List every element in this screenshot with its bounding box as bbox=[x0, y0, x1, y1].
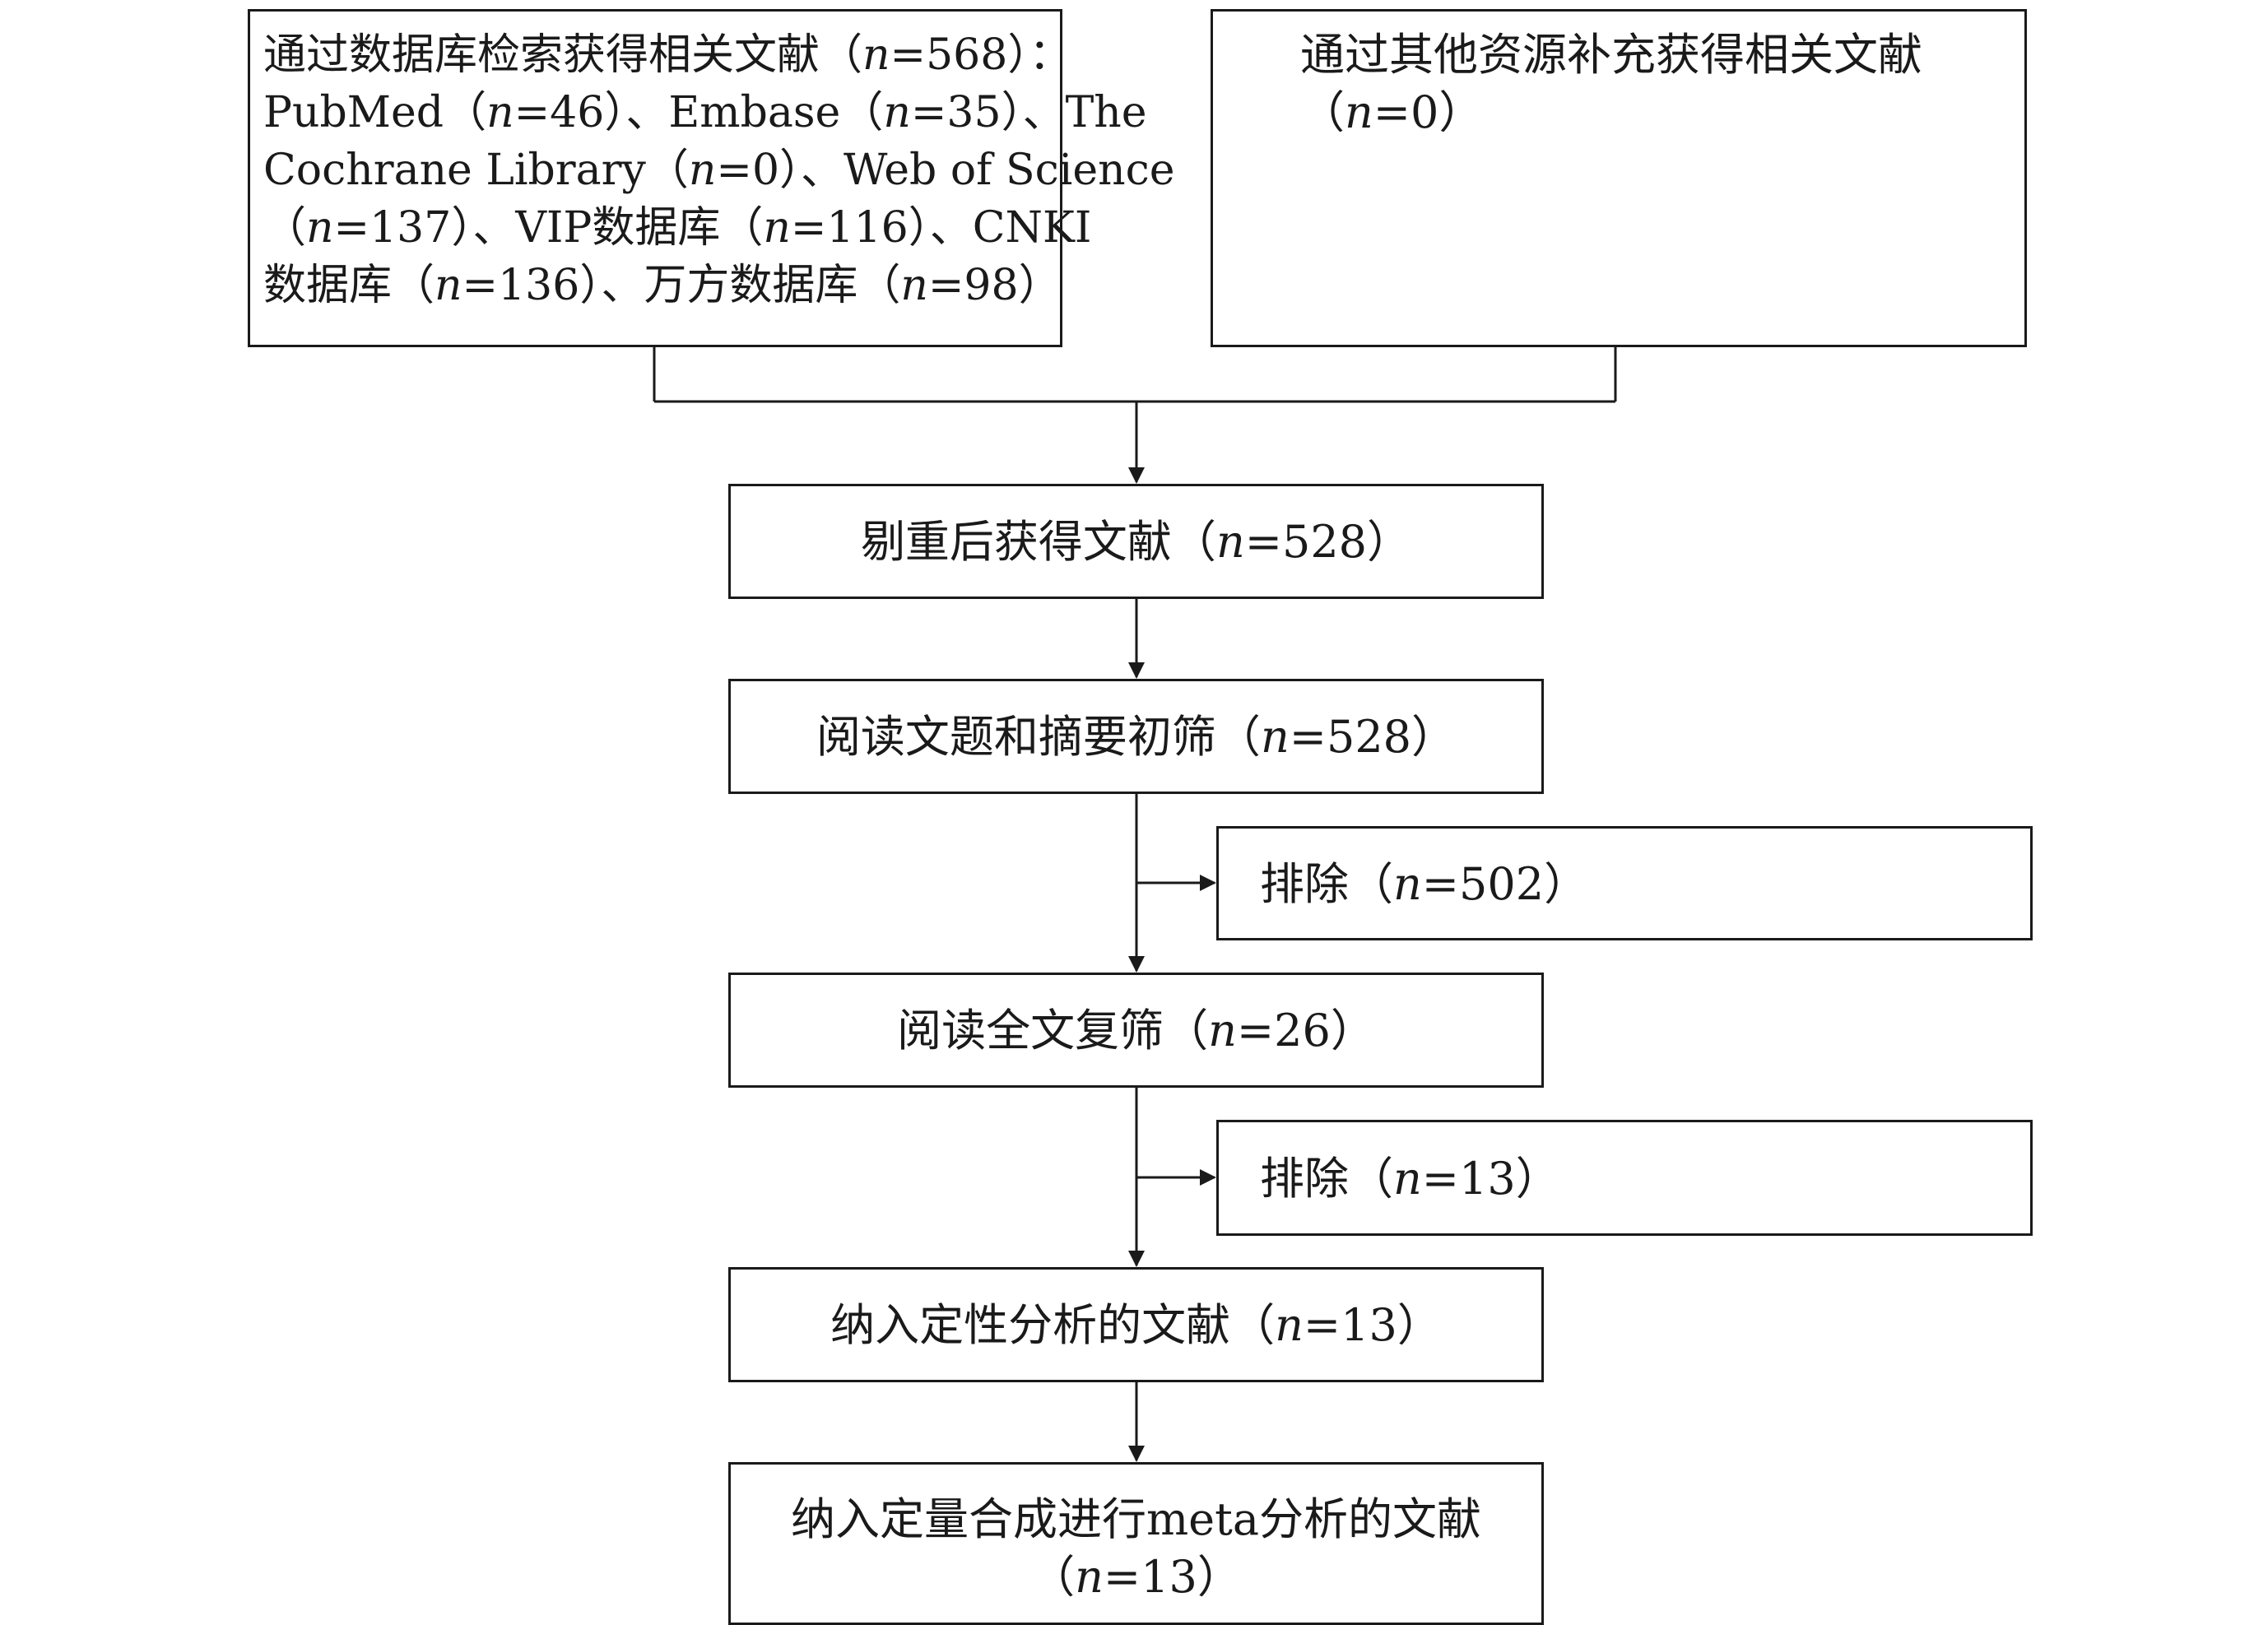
text-segment: =13） bbox=[1103, 1551, 1242, 1603]
box-text-line: 阅读全文复筛（n=26） bbox=[731, 1002, 1541, 1060]
box-text-line: 剔重后获得文献（n=528） bbox=[731, 513, 1541, 571]
box-text-line: 排除（n=502） bbox=[1260, 856, 2030, 913]
box-text-line: Cochrane Library（n=0）、Web of Science bbox=[263, 142, 1174, 199]
text-segment: =528） bbox=[1244, 516, 1412, 568]
box-text-line: 通过数据库检索获得相关文献（n=568）： bbox=[263, 26, 1071, 84]
box-other-sources: 通过其他资源补充获得相关文献（n=0） bbox=[1211, 9, 2027, 347]
box-qualitative-analysis: 纳入定性分析的文献（n=13） bbox=[728, 1267, 1544, 1382]
box-exclude-13: 排除（n=13） bbox=[1216, 1120, 2033, 1236]
text-segment: =13） bbox=[1303, 1299, 1442, 1351]
text-segment: 纳入定性分析的文献（ bbox=[830, 1299, 1276, 1351]
text-segment: =502） bbox=[1421, 858, 1589, 910]
variable-n: n bbox=[1208, 1005, 1237, 1056]
text-segment: =568）： bbox=[890, 30, 1072, 80]
text-segment: 阅读文题和摘要初筛（ bbox=[816, 711, 1261, 763]
variable-n: n bbox=[688, 146, 717, 195]
box-text-line: （n=13） bbox=[731, 1548, 1541, 1606]
text-segment: =46）、Embase（ bbox=[514, 88, 884, 137]
variable-n: n bbox=[1393, 858, 1422, 910]
variable-n: n bbox=[1345, 86, 1373, 138]
box-database-search: 通过数据库检索获得相关文献（n=568）：PubMed（n=46）、Embase… bbox=[248, 9, 1174, 347]
box-text-line: 纳入定量合成进行meta分析的文献 bbox=[731, 1491, 1541, 1548]
variable-n: n bbox=[1393, 1153, 1422, 1205]
box-text-line: （n=0） bbox=[1300, 84, 2024, 142]
box-text-line: 通过其他资源补充获得相关文献 bbox=[1300, 26, 2024, 84]
text-segment: =0） bbox=[1373, 86, 1484, 138]
text-segment: 剔重后获得文献（ bbox=[860, 516, 1216, 568]
box-text-line: 数据库（n=136）、万方数据库（n=98） bbox=[263, 257, 1062, 314]
text-segment: =136）、万方数据库（ bbox=[462, 261, 901, 310]
box-text-line: （n=137）、VIP数据库（n=116）、CNKI bbox=[263, 199, 1091, 257]
box-quantitative-meta: 纳入定量合成进行meta分析的文献（n=13） bbox=[728, 1462, 1544, 1625]
variable-n: n bbox=[435, 261, 462, 310]
box-text-line: 纳入定性分析的文献（n=13） bbox=[731, 1297, 1541, 1354]
variable-n: n bbox=[1075, 1551, 1104, 1603]
box-after-dedup: 剔重后获得文献（n=528） bbox=[728, 484, 1544, 599]
variable-n: n bbox=[763, 203, 791, 253]
text-segment: PubMed（ bbox=[263, 88, 487, 137]
box-fulltext-screen: 阅读全文复筛（n=26） bbox=[728, 973, 1544, 1088]
text-segment: （ bbox=[1300, 86, 1345, 138]
variable-n: n bbox=[862, 30, 890, 80]
text-segment: 排除（ bbox=[1260, 858, 1393, 910]
box-exclude-502: 排除（n=502） bbox=[1216, 826, 2033, 940]
text-segment: =528） bbox=[1289, 711, 1457, 763]
text-segment: Cochrane Library（ bbox=[263, 146, 689, 195]
text-segment: （ bbox=[263, 203, 307, 253]
box-text-line: 排除（n=13） bbox=[1260, 1150, 2030, 1208]
box-title-abstract-screen: 阅读文题和摘要初筛（n=528） bbox=[728, 679, 1544, 794]
variable-n: n bbox=[1260, 711, 1290, 763]
variable-n: n bbox=[486, 88, 514, 137]
variable-n: n bbox=[1215, 516, 1245, 568]
box-text-line: 阅读文题和摘要初筛（n=528） bbox=[731, 708, 1541, 766]
text-segment: =98） bbox=[927, 261, 1062, 310]
text-segment: （ bbox=[1030, 1551, 1076, 1603]
text-segment: 通过数据库检索获得相关文献（ bbox=[263, 30, 863, 80]
variable-n: n bbox=[883, 88, 911, 137]
text-segment: 阅读全文复筛（ bbox=[897, 1005, 1209, 1056]
text-segment: =26） bbox=[1236, 1005, 1375, 1056]
text-segment: 数据库（ bbox=[263, 261, 435, 310]
text-segment: =116）、CNKI bbox=[790, 203, 1092, 253]
text-segment: =13） bbox=[1421, 1153, 1560, 1205]
text-segment: 纳入定量合成进行meta分析的文献 bbox=[790, 1493, 1482, 1545]
text-segment: 排除（ bbox=[1260, 1153, 1393, 1205]
text-segment: 通过其他资源补充获得相关文献 bbox=[1300, 29, 1922, 81]
variable-n: n bbox=[306, 203, 334, 253]
variable-n: n bbox=[900, 261, 928, 310]
variable-n: n bbox=[1275, 1299, 1304, 1351]
box-text-line: PubMed（n=46）、Embase（n=35）、The bbox=[263, 84, 1147, 142]
text-segment: =35）、The bbox=[910, 88, 1147, 137]
text-segment: =137）、VIP数据库（ bbox=[333, 203, 764, 253]
text-segment: =0）、Web of Science bbox=[716, 146, 1175, 195]
